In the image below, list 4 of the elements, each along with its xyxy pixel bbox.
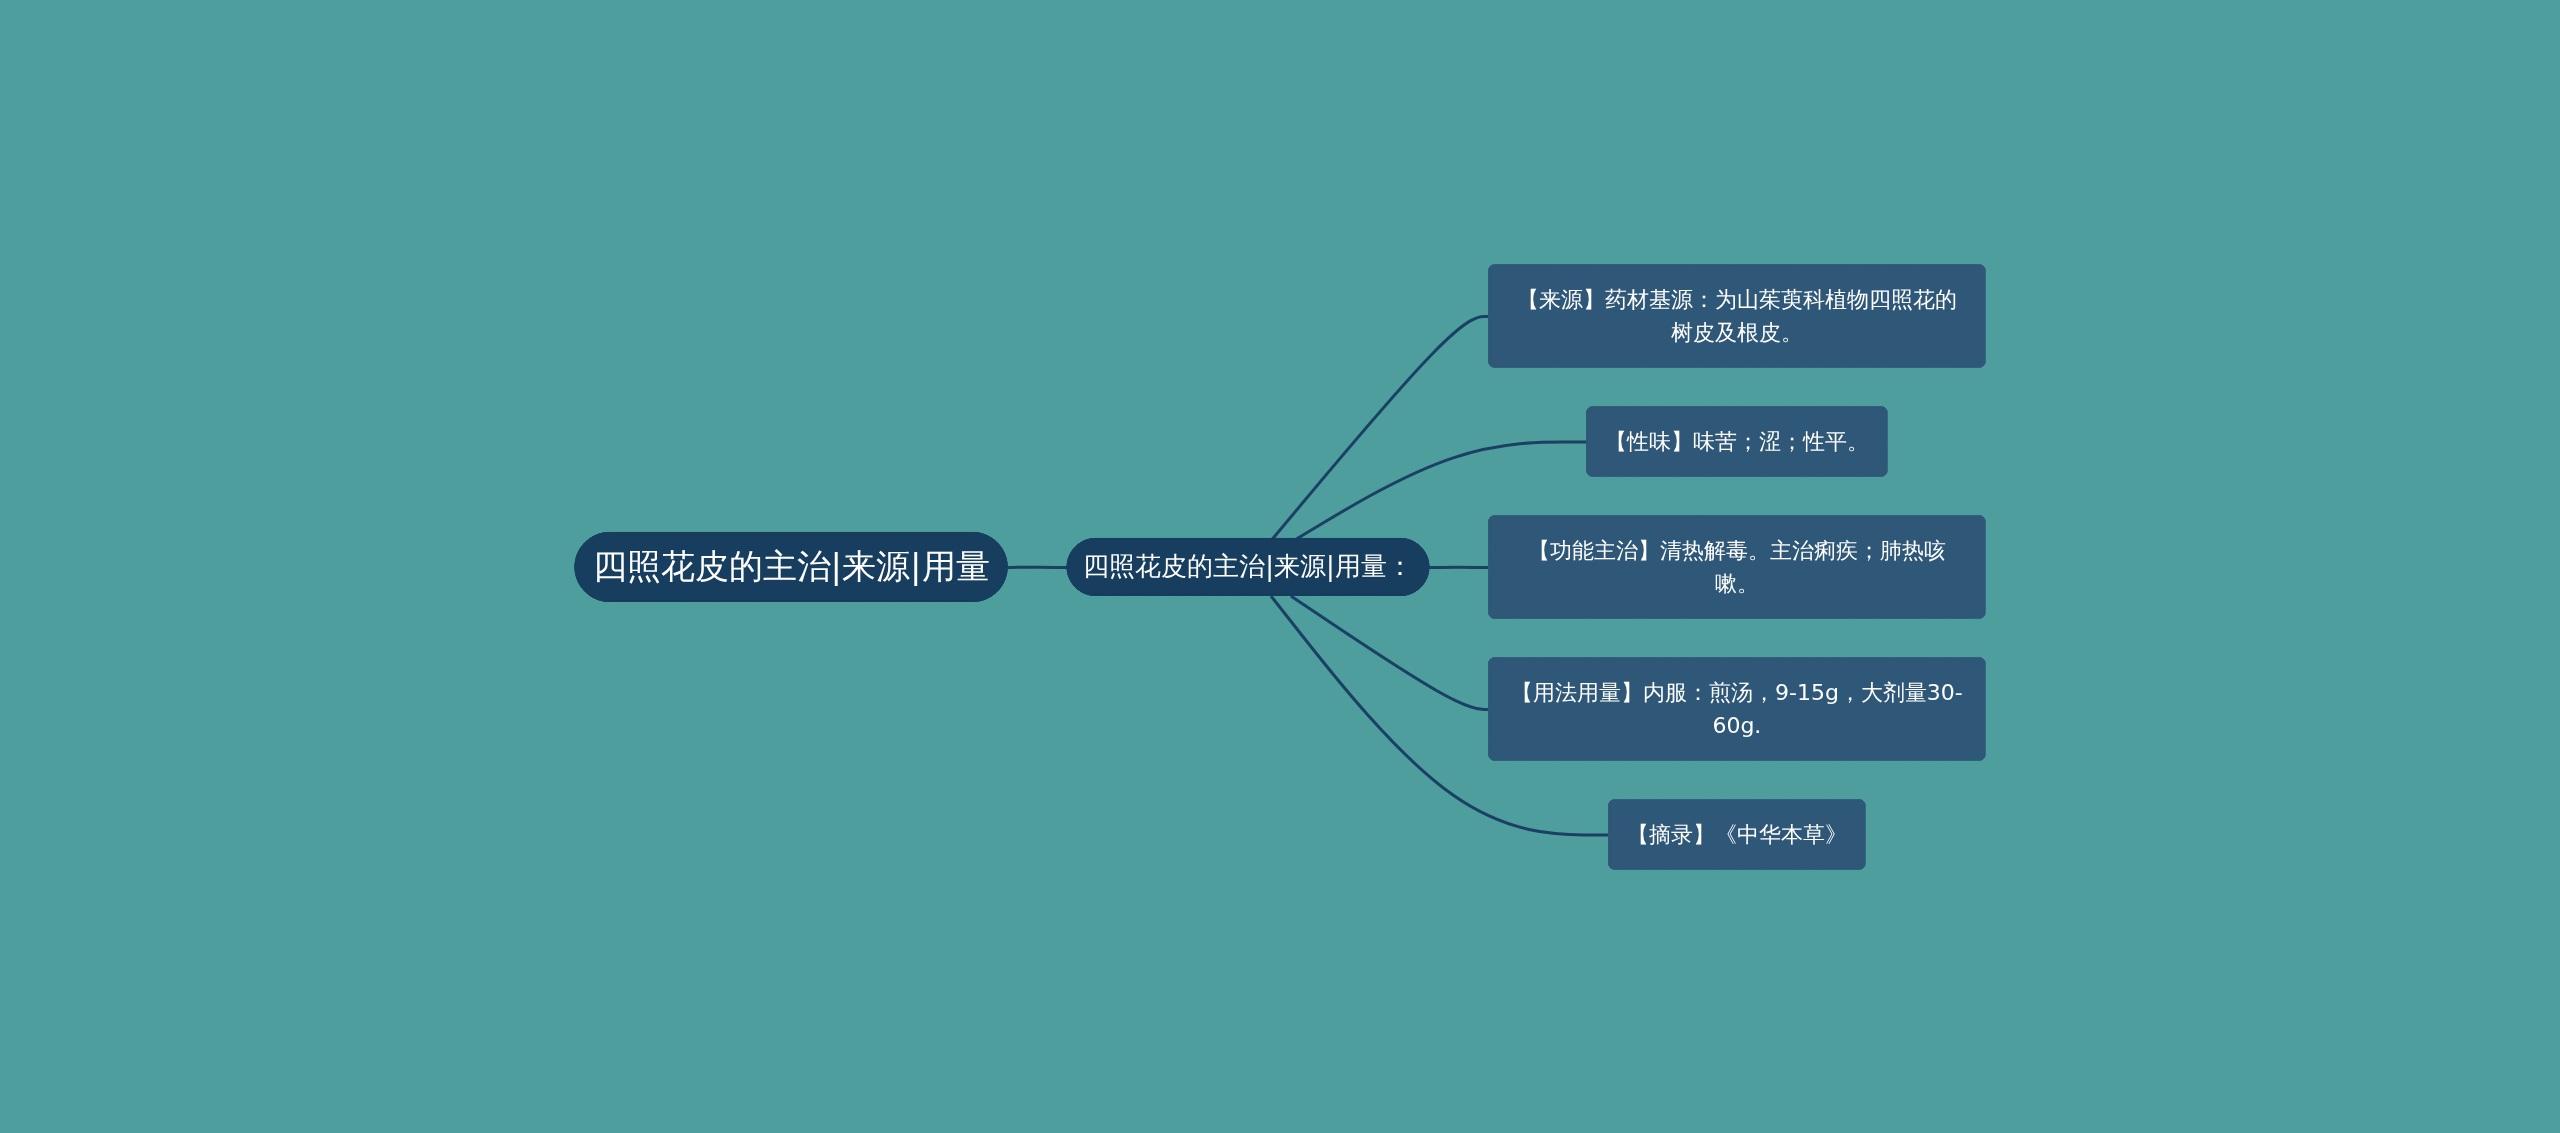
connector: [1269, 594, 1610, 836]
connector: [1290, 594, 1490, 711]
connector: [1007, 565, 1068, 569]
connector: [1429, 565, 1490, 569]
